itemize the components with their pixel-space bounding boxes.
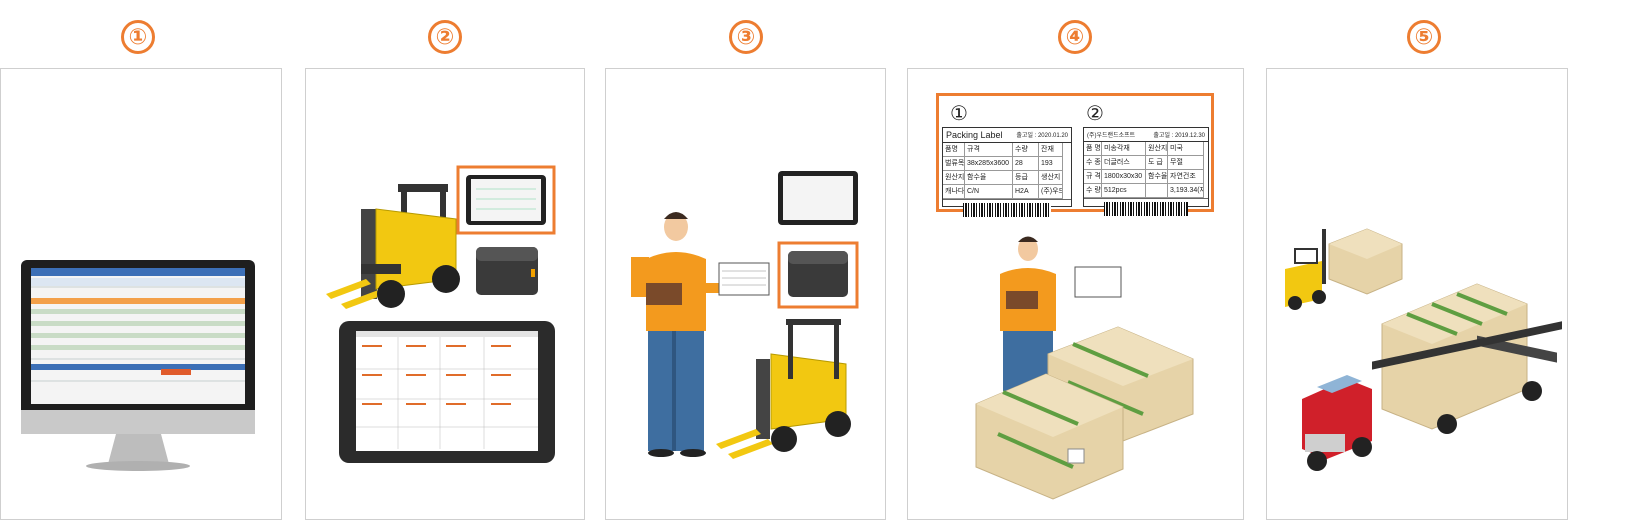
step-number-5: ⑤: [1407, 20, 1441, 54]
step-number-2: ②: [428, 20, 462, 54]
monitor-illustration: [1, 69, 282, 520]
panel-worker-printing: [605, 68, 886, 520]
forklift-icon: [326, 184, 460, 309]
panel-truck-shipping: [1266, 68, 1568, 520]
step-number-3: ③: [729, 20, 763, 54]
worker-printing-illustration: [606, 69, 886, 520]
truck-shipping-illustration: [1267, 69, 1568, 520]
forklift-icon: [1285, 229, 1402, 310]
panel-forklift-tablet: [305, 68, 585, 520]
step-number-4: ④: [1058, 20, 1092, 54]
forklift-icon: [716, 319, 851, 459]
worker-icon: [631, 212, 724, 457]
step-number-1: ①: [121, 20, 155, 54]
label-printer-icon: [476, 247, 538, 295]
forklift-tablet-illustration: [306, 69, 585, 520]
panel-erp-monitor: [0, 68, 282, 520]
worker-boxes-illustration: [908, 69, 1244, 520]
